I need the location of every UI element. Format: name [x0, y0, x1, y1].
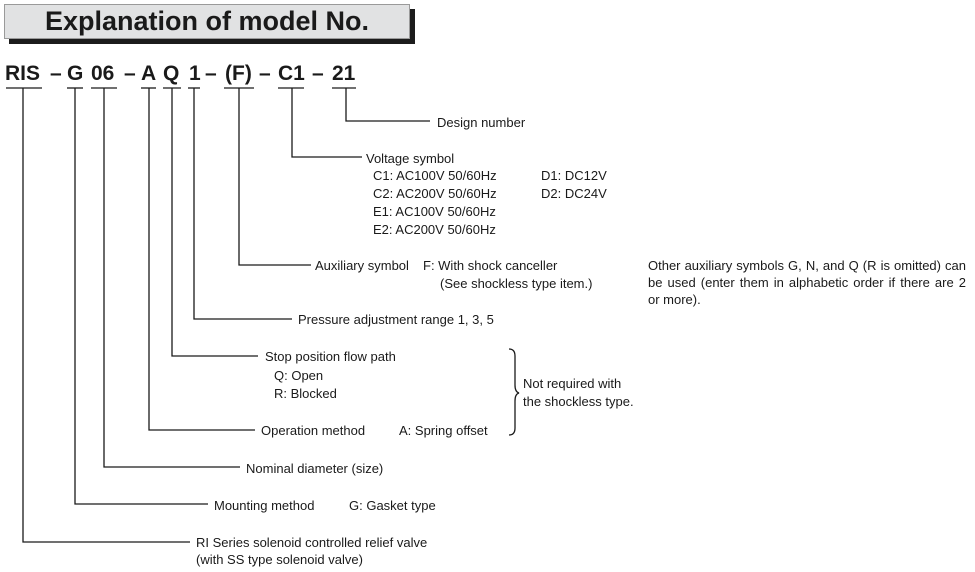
mounting-method-label: Mounting method — [214, 498, 315, 513]
model-part-dash: – — [124, 62, 136, 85]
auxiliary-option: F: With shock canceller — [423, 258, 558, 273]
model-part-flow-path: Q — [163, 62, 179, 85]
voltage-option: C1: AC100V 50/60Hz — [373, 168, 497, 183]
voltage-symbol-label: Voltage symbol — [366, 151, 455, 166]
leader-operation — [148, 88, 255, 431]
model-part-size: 06 — [91, 62, 114, 85]
model-part-dash: – — [259, 62, 271, 85]
leader-series — [22, 88, 190, 543]
model-part-mounting: G — [67, 62, 83, 85]
model-part-dash: – — [50, 62, 62, 85]
brace-note: the shockless type. — [523, 394, 634, 409]
stop-position-option: Q: Open — [274, 368, 324, 383]
model-part-auxiliary: (F) — [225, 62, 252, 85]
model-part-voltage: C1 — [278, 62, 305, 85]
stop-position-label: Stop position flow path — [265, 349, 396, 364]
model-part-design: 21 — [332, 62, 356, 85]
leader-stop-position — [171, 88, 258, 357]
auxiliary-side-note: Other auxiliary symbols G, N, and Q (R i… — [648, 258, 966, 307]
leader-pressure — [193, 88, 292, 320]
model-part-operation: A — [141, 62, 156, 85]
stop-position-option: R: Blocked — [274, 386, 337, 401]
design-number-label: Design number — [437, 115, 526, 130]
nominal-diameter-label: Nominal diameter (size) — [246, 461, 384, 476]
voltage-option: C2: AC200V 50/60Hz — [373, 186, 497, 201]
title-box: Explanation of model No. — [4, 4, 410, 39]
series-label: RI Series solenoid controlled relief val… — [196, 535, 428, 550]
auxiliary-symbol-label: Auxiliary symbol — [315, 258, 409, 273]
leader-voltage — [291, 88, 362, 158]
brace — [508, 348, 520, 436]
mounting-method-option: G: Gasket type — [349, 498, 436, 513]
model-part-series: RIS — [5, 62, 40, 85]
brace-note: Not required with — [523, 376, 622, 391]
page-title: Explanation of model No. — [44, 6, 369, 36]
operation-method-label: Operation method — [261, 423, 366, 438]
voltage-option: D2: DC24V — [541, 186, 607, 201]
operation-method-option: A: Spring offset — [399, 423, 488, 438]
leader-mounting — [74, 88, 208, 505]
leader-design-number — [345, 88, 430, 122]
model-part-dash: – — [205, 62, 217, 85]
model-part-pressure: 1 — [189, 62, 201, 85]
leader-auxiliary — [238, 88, 311, 266]
leader-nominal-diameter — [103, 88, 240, 468]
series-subtitle: (with SS type solenoid valve) — [196, 552, 363, 567]
voltage-option: D1: DC12V — [541, 168, 607, 183]
pressure-range-label: Pressure adjustment range 1, 3, 5 — [298, 312, 494, 327]
model-part-dash: – — [312, 62, 324, 85]
voltage-option: E2: AC200V 50/60Hz — [373, 222, 496, 237]
auxiliary-note: (See shockless type item.) — [440, 276, 593, 291]
voltage-option: E1: AC100V 50/60Hz — [373, 204, 496, 219]
